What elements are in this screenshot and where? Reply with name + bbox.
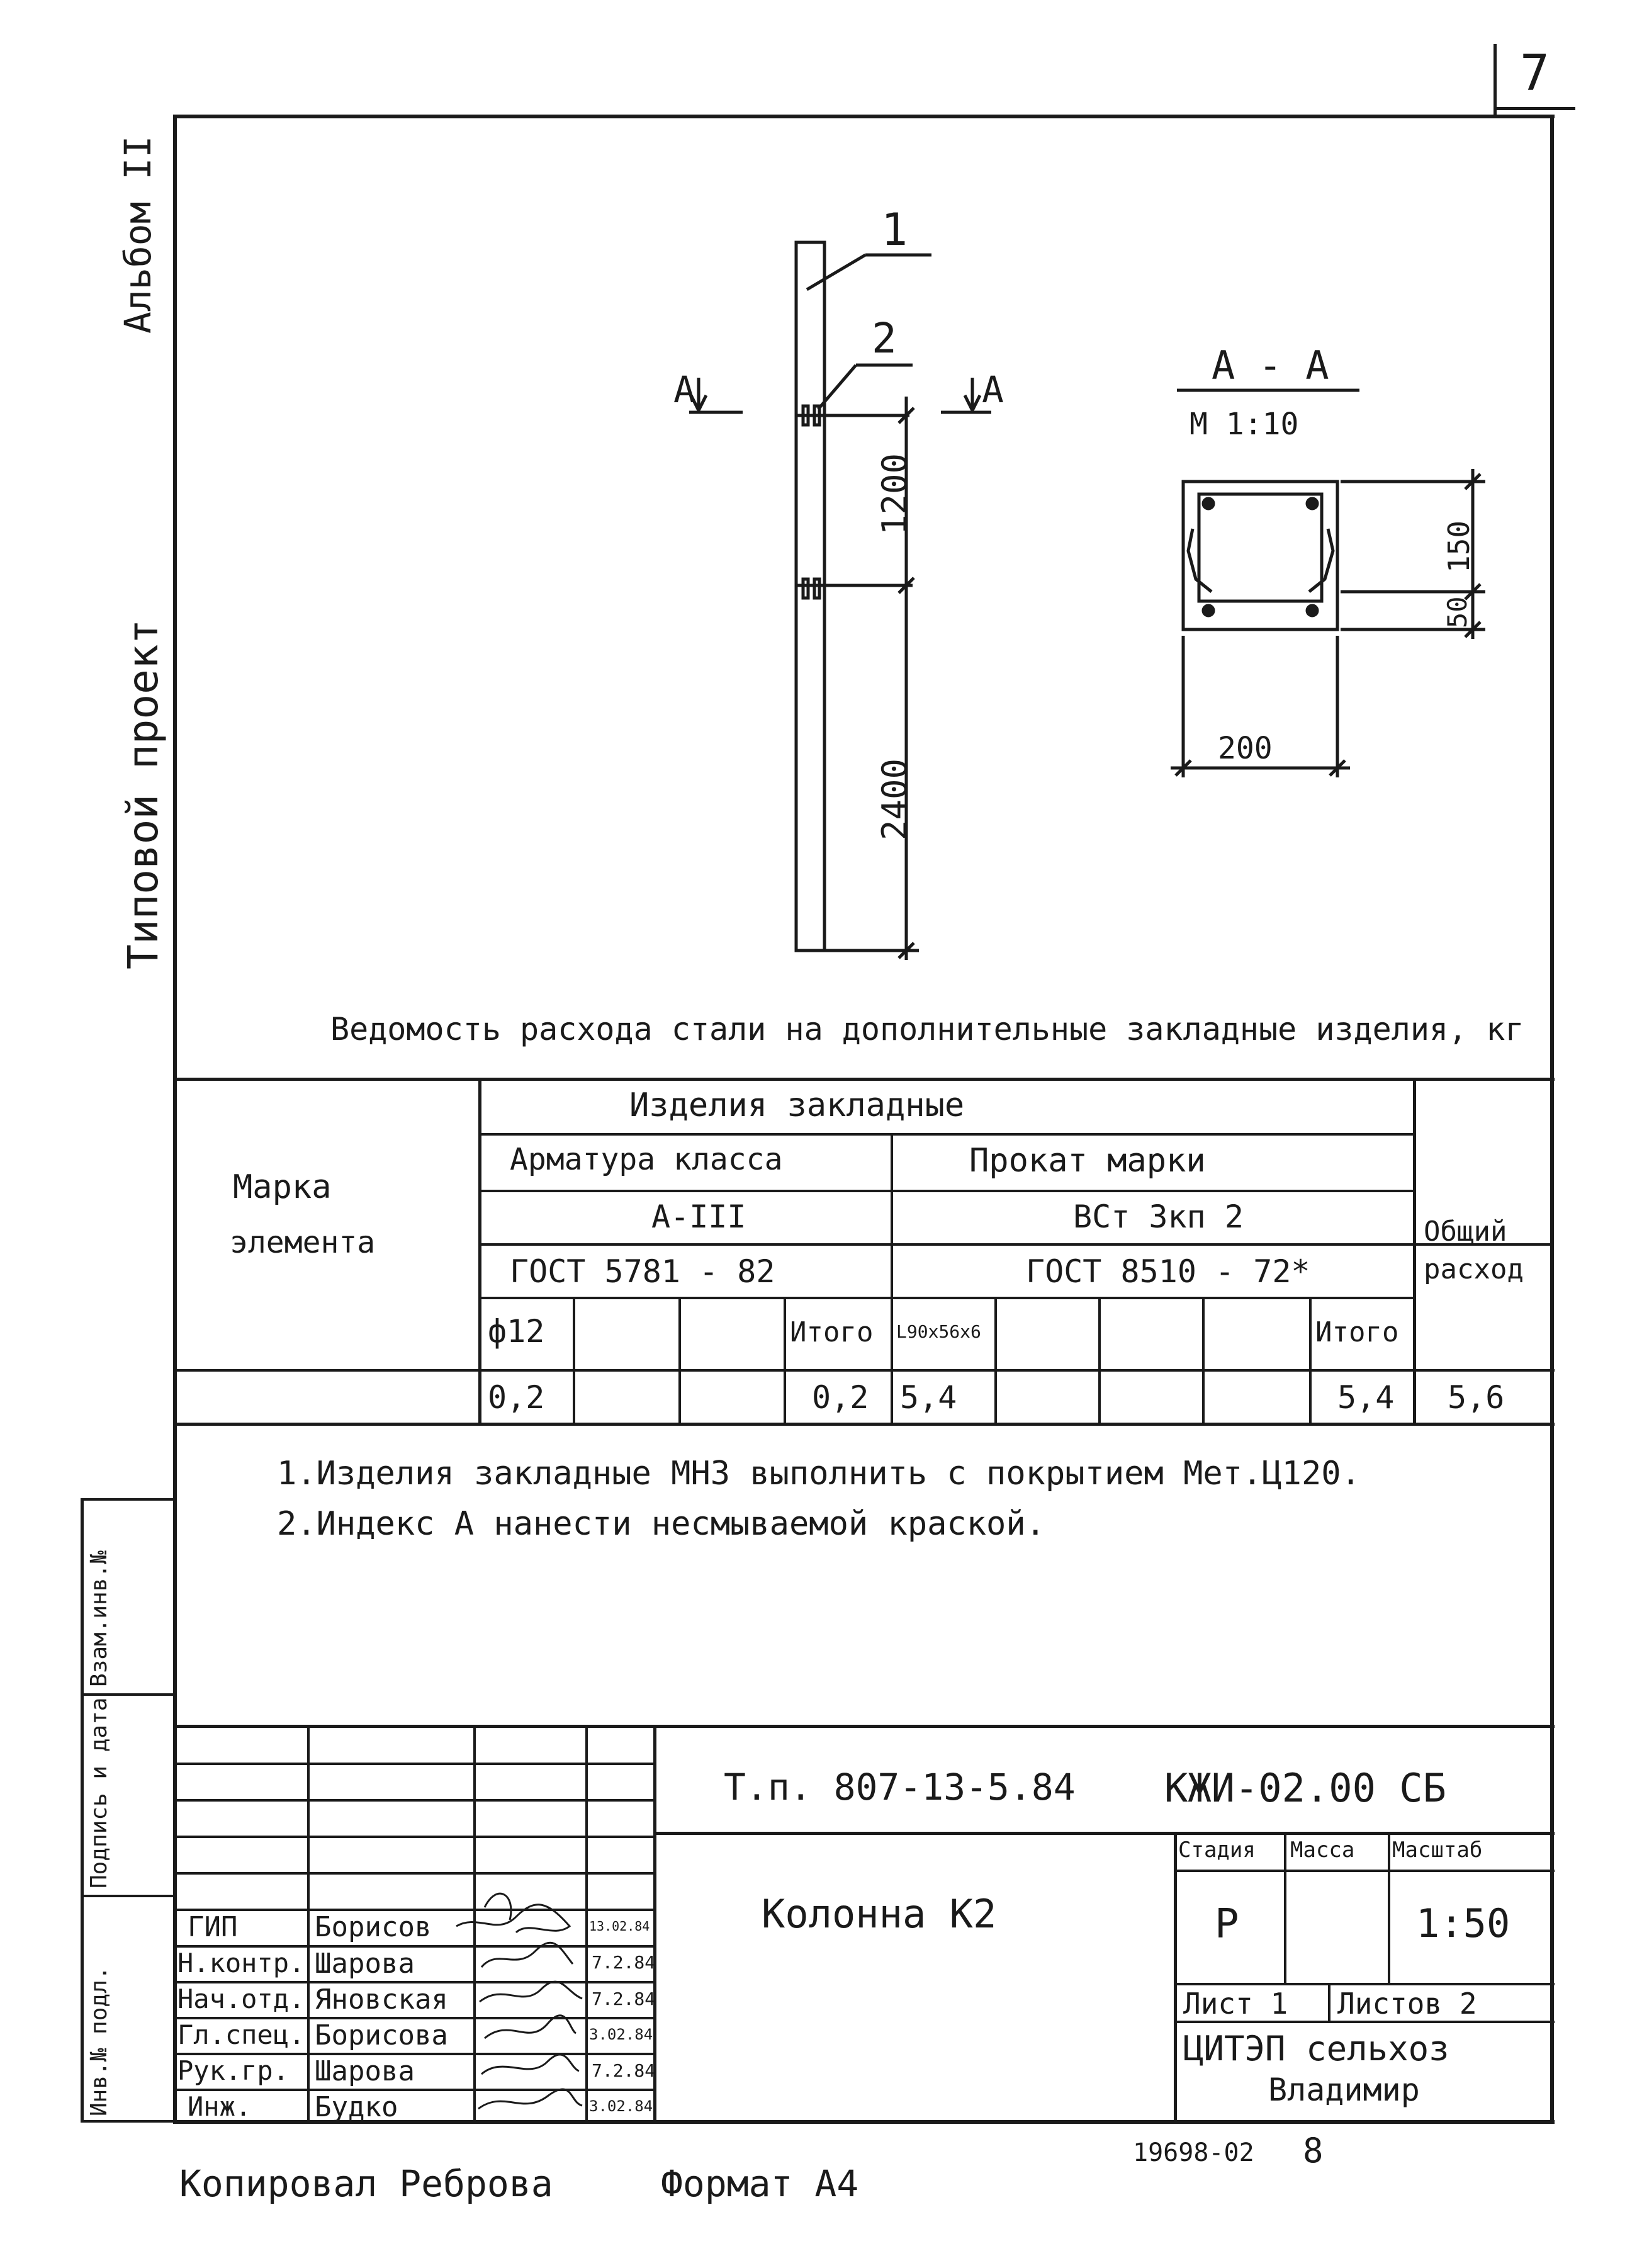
mass-label: Масса [1290,1837,1355,1863]
armatura-class: А-III [651,1199,746,1235]
signer-name: Борисова [315,2019,448,2051]
dim-1200: 1200 [875,453,914,535]
dim-50: 50 [1442,596,1473,628]
org-line2: Владимир [1268,2072,1420,2108]
cell-phi12: 0,2 [488,1379,545,1416]
doc-designation: КЖИ-02.00 СБ [1164,1765,1446,1811]
scale-label: Масштаб [1392,1837,1483,1863]
signer-date: 3.02.84 [589,2097,653,2115]
section-mark-right: А [982,368,1004,411]
prokat-header: Прокат марки [969,1142,1206,1180]
sub-header-itogo-arm: Итого [790,1316,874,1348]
table-title: Ведомость расхода стали на дополнительны… [330,1011,1524,1047]
footer-format: Формат А4 [661,2162,859,2205]
signer-name: Шарова [315,2055,415,2087]
cell-profile: 5,4 [900,1379,957,1416]
sub-header-profile: L90x56x6 [896,1321,981,1342]
dim-150: 150 [1442,520,1476,573]
dim-2400: 2400 [875,758,914,840]
dim-200: 200 [1218,731,1273,766]
signer-role: Нач.отд. [177,1983,305,2014]
note-2: 2.Индекс А нанести несмываемой краской. [277,1505,1045,1543]
leader-label-1: 1 [881,204,908,256]
gost-prokat: ГОСТ 8510 - 72* [1026,1253,1310,1290]
prokat-mark: ВСт 3кп 2 [1073,1199,1244,1235]
col-marka-line2: элемента [230,1225,376,1260]
footer-copied: Копировал Реброва [179,2162,553,2205]
doc-code: Т.п. 807-13-5.84 [724,1766,1076,1808]
cell-itogo-prokat: 5,4 [1337,1379,1395,1416]
izdeliya-header: Изделия закладные [629,1086,965,1124]
org-line1: ЦИТЭП сельхоз [1183,2029,1449,2068]
col-marka-line1: Марка [233,1168,332,1206]
signer-date: 7.2.84 [592,1989,656,2009]
signer-name: Будко [315,2091,398,2123]
total-header-line2: расход [1424,1253,1524,1285]
signer-date: 13.02.84 [589,1919,650,1934]
signer-name: Борисов [315,1911,432,1943]
section-scale: М 1:10 [1190,407,1299,442]
section-mark-left: А [673,368,695,411]
signer-role: ГИП [188,1911,238,1943]
section-title: А - А [1212,342,1329,388]
signer-role: Н.контр. [177,1948,305,1978]
armatura-header: Арматура класса [510,1142,783,1177]
signer-name: Шарова [315,1948,415,1980]
stage-value: Р [1215,1901,1239,1948]
signer-date: 7.2.84 [592,1952,656,1973]
sub-header-itogo-prokat: Итого [1315,1316,1399,1348]
sheet-number: 7 [1520,45,1550,102]
signer-role: Гл.спец. [177,2019,305,2050]
signer-role: Рук.гр. [177,2055,290,2086]
sheets-label: Листов 2 [1337,1987,1477,2021]
sheet-label: Лист 1 [1183,1987,1288,2021]
footer-page: 8 [1303,2131,1324,2170]
scale-value: 1:50 [1416,1900,1510,1946]
sub-header-phi12: ф12 [488,1313,545,1350]
gost-arm: ГОСТ 5781 - 82 [510,1253,775,1290]
signer-role: Инж. [188,2091,252,2122]
note-1: 1.Изделия закладные МН3 выполнить с покр… [277,1455,1361,1492]
signer-date: 7.2.84 [592,2060,656,2081]
total-header-line1: Общий [1424,1216,1507,1248]
stage-label: Стадия [1178,1837,1256,1863]
drawing-name: Колонна К2 [762,1891,997,1937]
signer-date: 3.02.84 [589,2026,653,2043]
footer-archive-no: 19698-02 [1133,2138,1254,2167]
cell-total: 5,6 [1448,1379,1505,1416]
cell-itogo-arm: 0,2 [812,1379,869,1416]
leader-label-2: 2 [872,314,897,363]
signer-name: Яновская [315,1983,448,2016]
